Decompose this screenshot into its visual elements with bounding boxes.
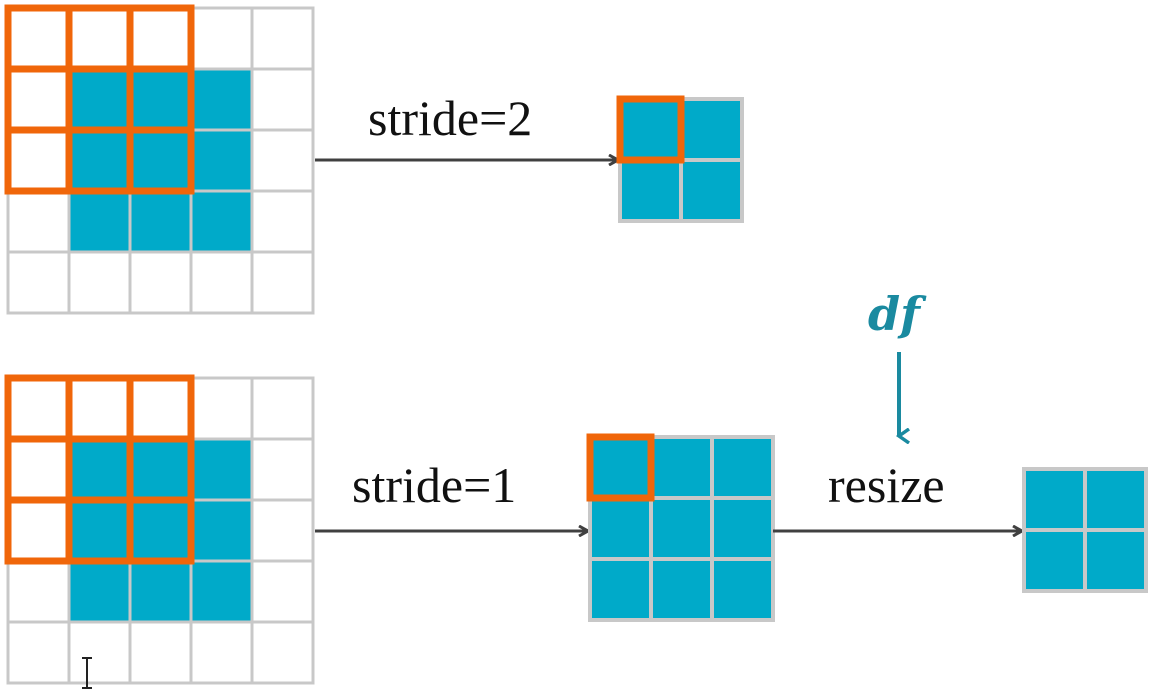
filled-cell [618, 97, 683, 162]
filled-cell [128, 128, 193, 193]
empty-cell [250, 128, 315, 193]
filled-cell [710, 557, 775, 622]
filled-cell [189, 437, 254, 502]
filled-cell [189, 498, 254, 563]
filled-cell [710, 496, 775, 561]
filled-cell [67, 189, 132, 254]
empty-cell [189, 620, 254, 685]
empty-cell [250, 67, 315, 132]
kernel-highlight [616, 95, 685, 164]
filled-cell [189, 189, 254, 254]
empty-cell [189, 6, 254, 71]
filled-cell [618, 158, 683, 223]
bottom-input-grid [4, 374, 315, 685]
empty-cell [67, 620, 132, 685]
filled-cell [67, 67, 132, 132]
filled-cell [67, 498, 132, 563]
empty-cell [6, 620, 71, 685]
empty-cell [250, 498, 315, 563]
filled-cell [128, 498, 193, 563]
filled-cell [67, 437, 132, 502]
kernel-highlight [586, 433, 655, 502]
filled-cell [67, 128, 132, 193]
filled-cell [1083, 528, 1148, 593]
text-cursor-icon [82, 657, 92, 689]
filled-cell [588, 496, 653, 561]
filled-cell [1022, 467, 1087, 532]
stride2-label: stride=2 [368, 90, 532, 146]
filled-cell [67, 559, 132, 624]
filled-cell [649, 496, 714, 561]
empty-cell [6, 128, 71, 193]
filled-cell [128, 67, 193, 132]
filled-cell [588, 557, 653, 622]
filled-cell [189, 128, 254, 193]
empty-cell [6, 67, 71, 132]
filled-cell [679, 97, 744, 162]
resize-label: resize [828, 457, 945, 513]
empty-cell [67, 376, 132, 441]
filled-cell [679, 158, 744, 223]
empty-cell [128, 6, 193, 71]
filled-cell [649, 435, 714, 500]
empty-cell [128, 620, 193, 685]
filled-cell [128, 437, 193, 502]
empty-cell [189, 376, 254, 441]
filled-cell [1083, 467, 1148, 532]
empty-cell [128, 250, 193, 315]
filled-cell [649, 557, 714, 622]
empty-cell [250, 620, 315, 685]
empty-cell [250, 189, 315, 254]
stride1-output-grid [586, 433, 775, 622]
stride2-output-grid [616, 95, 744, 223]
df-label: df [868, 287, 927, 341]
filled-cell [710, 435, 775, 500]
top-input-grid [4, 4, 315, 315]
empty-cell [250, 6, 315, 71]
empty-cell [250, 250, 315, 315]
filled-cell [189, 559, 254, 624]
empty-cell [6, 189, 71, 254]
empty-cell [189, 250, 254, 315]
empty-cell [6, 376, 71, 441]
resized-output-grid [1022, 467, 1148, 593]
stride1-label: stride=1 [352, 457, 516, 513]
empty-cell [250, 376, 315, 441]
empty-cell [250, 437, 315, 502]
empty-cell [6, 6, 71, 71]
filled-cell [128, 189, 193, 254]
empty-cell [250, 559, 315, 624]
empty-cell [67, 250, 132, 315]
filled-cell [189, 67, 254, 132]
empty-cell [6, 498, 71, 563]
empty-cell [128, 376, 193, 441]
empty-cell [6, 250, 71, 315]
filled-cell [128, 559, 193, 624]
filled-cell [588, 435, 653, 500]
filled-cell [1022, 528, 1087, 593]
empty-cell [6, 559, 71, 624]
empty-cell [67, 6, 132, 71]
empty-cell [6, 437, 71, 502]
